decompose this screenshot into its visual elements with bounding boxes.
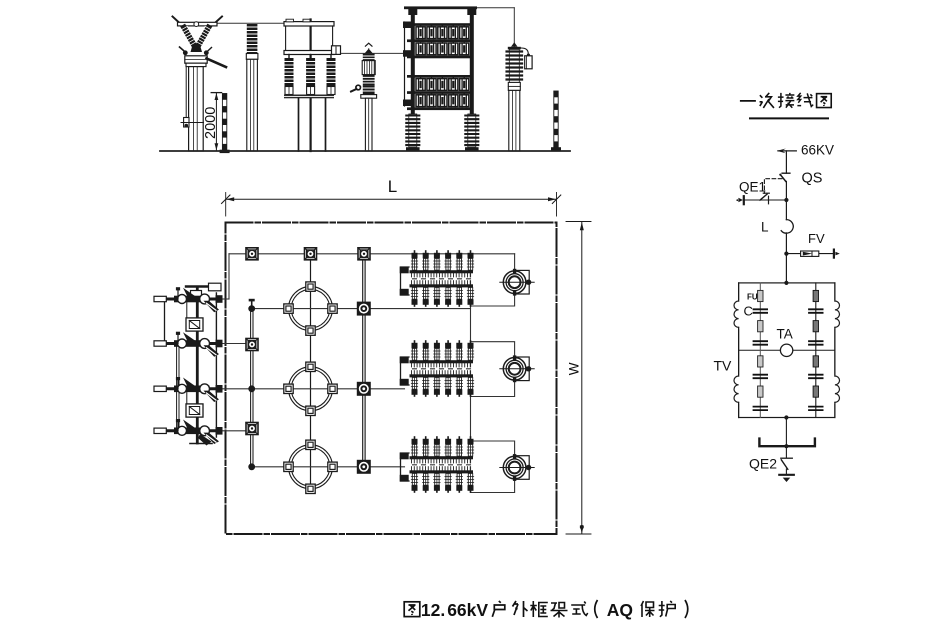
svg-text:QS: QS xyxy=(802,171,823,187)
svg-text:66kV: 66kV xyxy=(447,600,488,620)
svg-text:L: L xyxy=(761,220,769,235)
svg-text:12.: 12. xyxy=(421,600,445,620)
svg-text:L: L xyxy=(388,177,397,196)
svg-text:QE2: QE2 xyxy=(749,456,777,472)
svg-text:TA: TA xyxy=(777,327,793,342)
svg-text:C: C xyxy=(744,304,753,319)
svg-text:2000: 2000 xyxy=(203,107,219,139)
svg-text:TV: TV xyxy=(714,358,733,374)
svg-text:QE1: QE1 xyxy=(739,179,766,194)
svg-text:W: W xyxy=(567,362,582,375)
svg-text:FU: FU xyxy=(747,293,758,302)
svg-text:AQ: AQ xyxy=(607,600,633,620)
svg-text:66KV: 66KV xyxy=(801,143,834,158)
svg-text:FV: FV xyxy=(808,231,825,246)
